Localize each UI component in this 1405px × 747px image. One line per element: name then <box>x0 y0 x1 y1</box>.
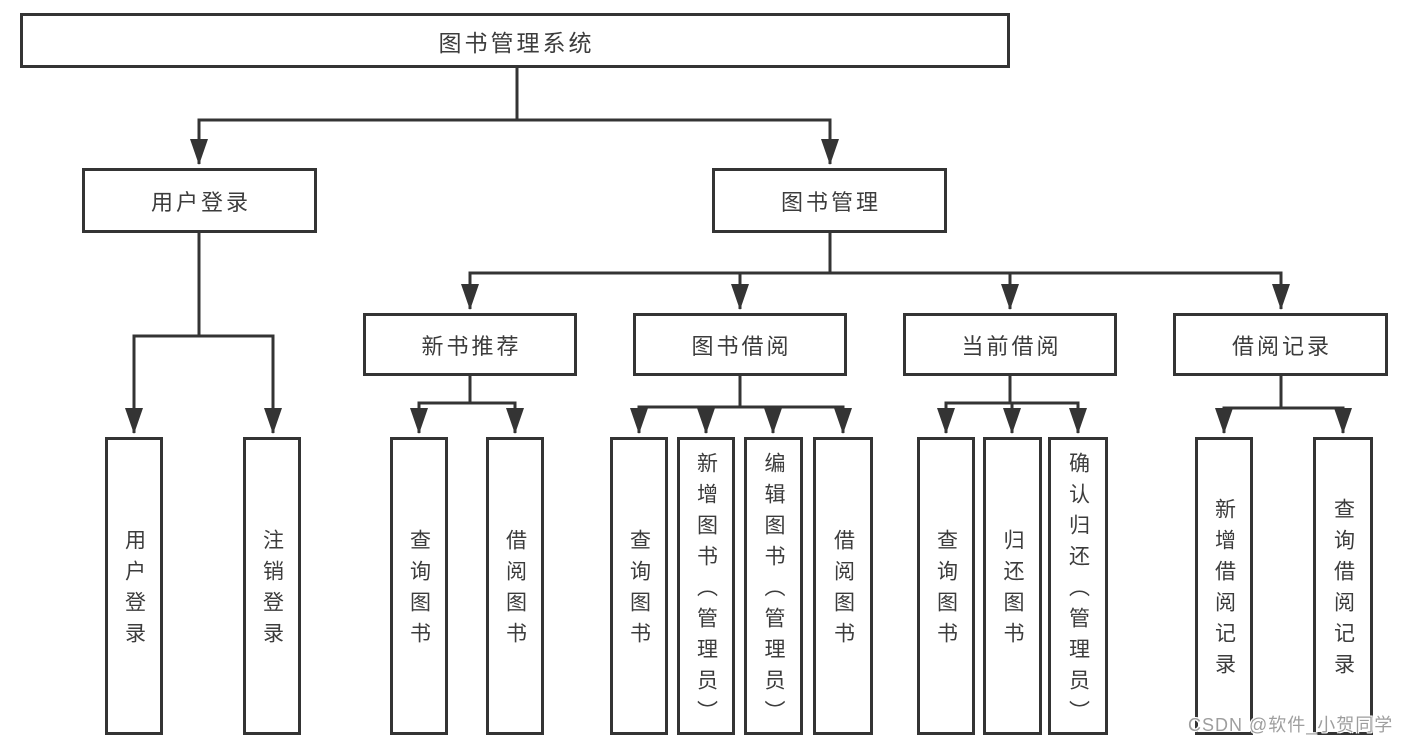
leaf-borrow-books: 借阅图书 <box>486 437 544 735</box>
node-current-borrowing: 当前借阅 <box>903 313 1117 376</box>
node-book-borrowing: 图书借阅 <box>633 313 847 376</box>
leaf-confirm-return-admin: 确认归还（管理员） <box>1048 437 1108 735</box>
node-user-login: 用户登录 <box>82 168 317 233</box>
node-label: 用户登录 <box>150 189 251 215</box>
node-label: 注销登录 <box>260 529 284 653</box>
node-label: 确认归还（管理员） <box>1066 451 1090 731</box>
node-label: 图书管理系统 <box>438 29 595 56</box>
node-library-system: 图书管理系统 <box>20 13 1010 68</box>
node-label: 查询图书 <box>407 529 431 653</box>
node-label: 借阅记录 <box>1231 333 1332 359</box>
node-label: 归还图书 <box>1001 529 1024 653</box>
node-label: 新书推荐 <box>421 333 522 359</box>
node-label: 查询图书 <box>627 529 651 653</box>
leaf-query-books-2: 查询图书 <box>610 437 668 735</box>
node-label: 图书借阅 <box>691 333 792 359</box>
leaf-query-books-3: 查询图书 <box>917 437 975 735</box>
leaf-logout: 注销登录 <box>243 437 301 735</box>
leaf-query-books: 查询图书 <box>390 437 448 735</box>
leaf-add-borrow-record: 新增借阅记录 <box>1195 437 1253 735</box>
leaf-query-borrow-record: 查询借阅记录 <box>1313 437 1373 735</box>
node-label: 当前借阅 <box>961 333 1062 359</box>
watermark: CSDN @软件_小贺同学 <box>1188 715 1394 735</box>
node-label: 用户登录 <box>122 529 146 653</box>
node-label: 查询图书 <box>934 529 958 653</box>
leaf-edit-book-admin: 编辑图书（管理员） <box>744 437 803 735</box>
node-label: 查询借阅记录 <box>1331 498 1355 684</box>
leaf-user-login: 用户登录 <box>105 437 163 735</box>
node-label: 编辑图书（管理员） <box>762 451 785 731</box>
leaf-return-books: 归还图书 <box>983 437 1042 735</box>
leaf-borrow-books-2: 借阅图书 <box>813 437 873 735</box>
node-borrow-records: 借阅记录 <box>1173 313 1388 376</box>
node-label: 图书管理 <box>780 189 881 215</box>
leaf-add-book-admin: 新增图书（管理员） <box>677 437 735 735</box>
node-label: 借阅图书 <box>503 529 527 653</box>
node-new-book-recommend: 新书推荐 <box>363 313 577 376</box>
node-label: 新增图书（管理员） <box>694 451 718 731</box>
node-label: 新增借阅记录 <box>1212 498 1236 684</box>
node-book-management: 图书管理 <box>712 168 947 233</box>
node-label: 借阅图书 <box>831 529 855 653</box>
